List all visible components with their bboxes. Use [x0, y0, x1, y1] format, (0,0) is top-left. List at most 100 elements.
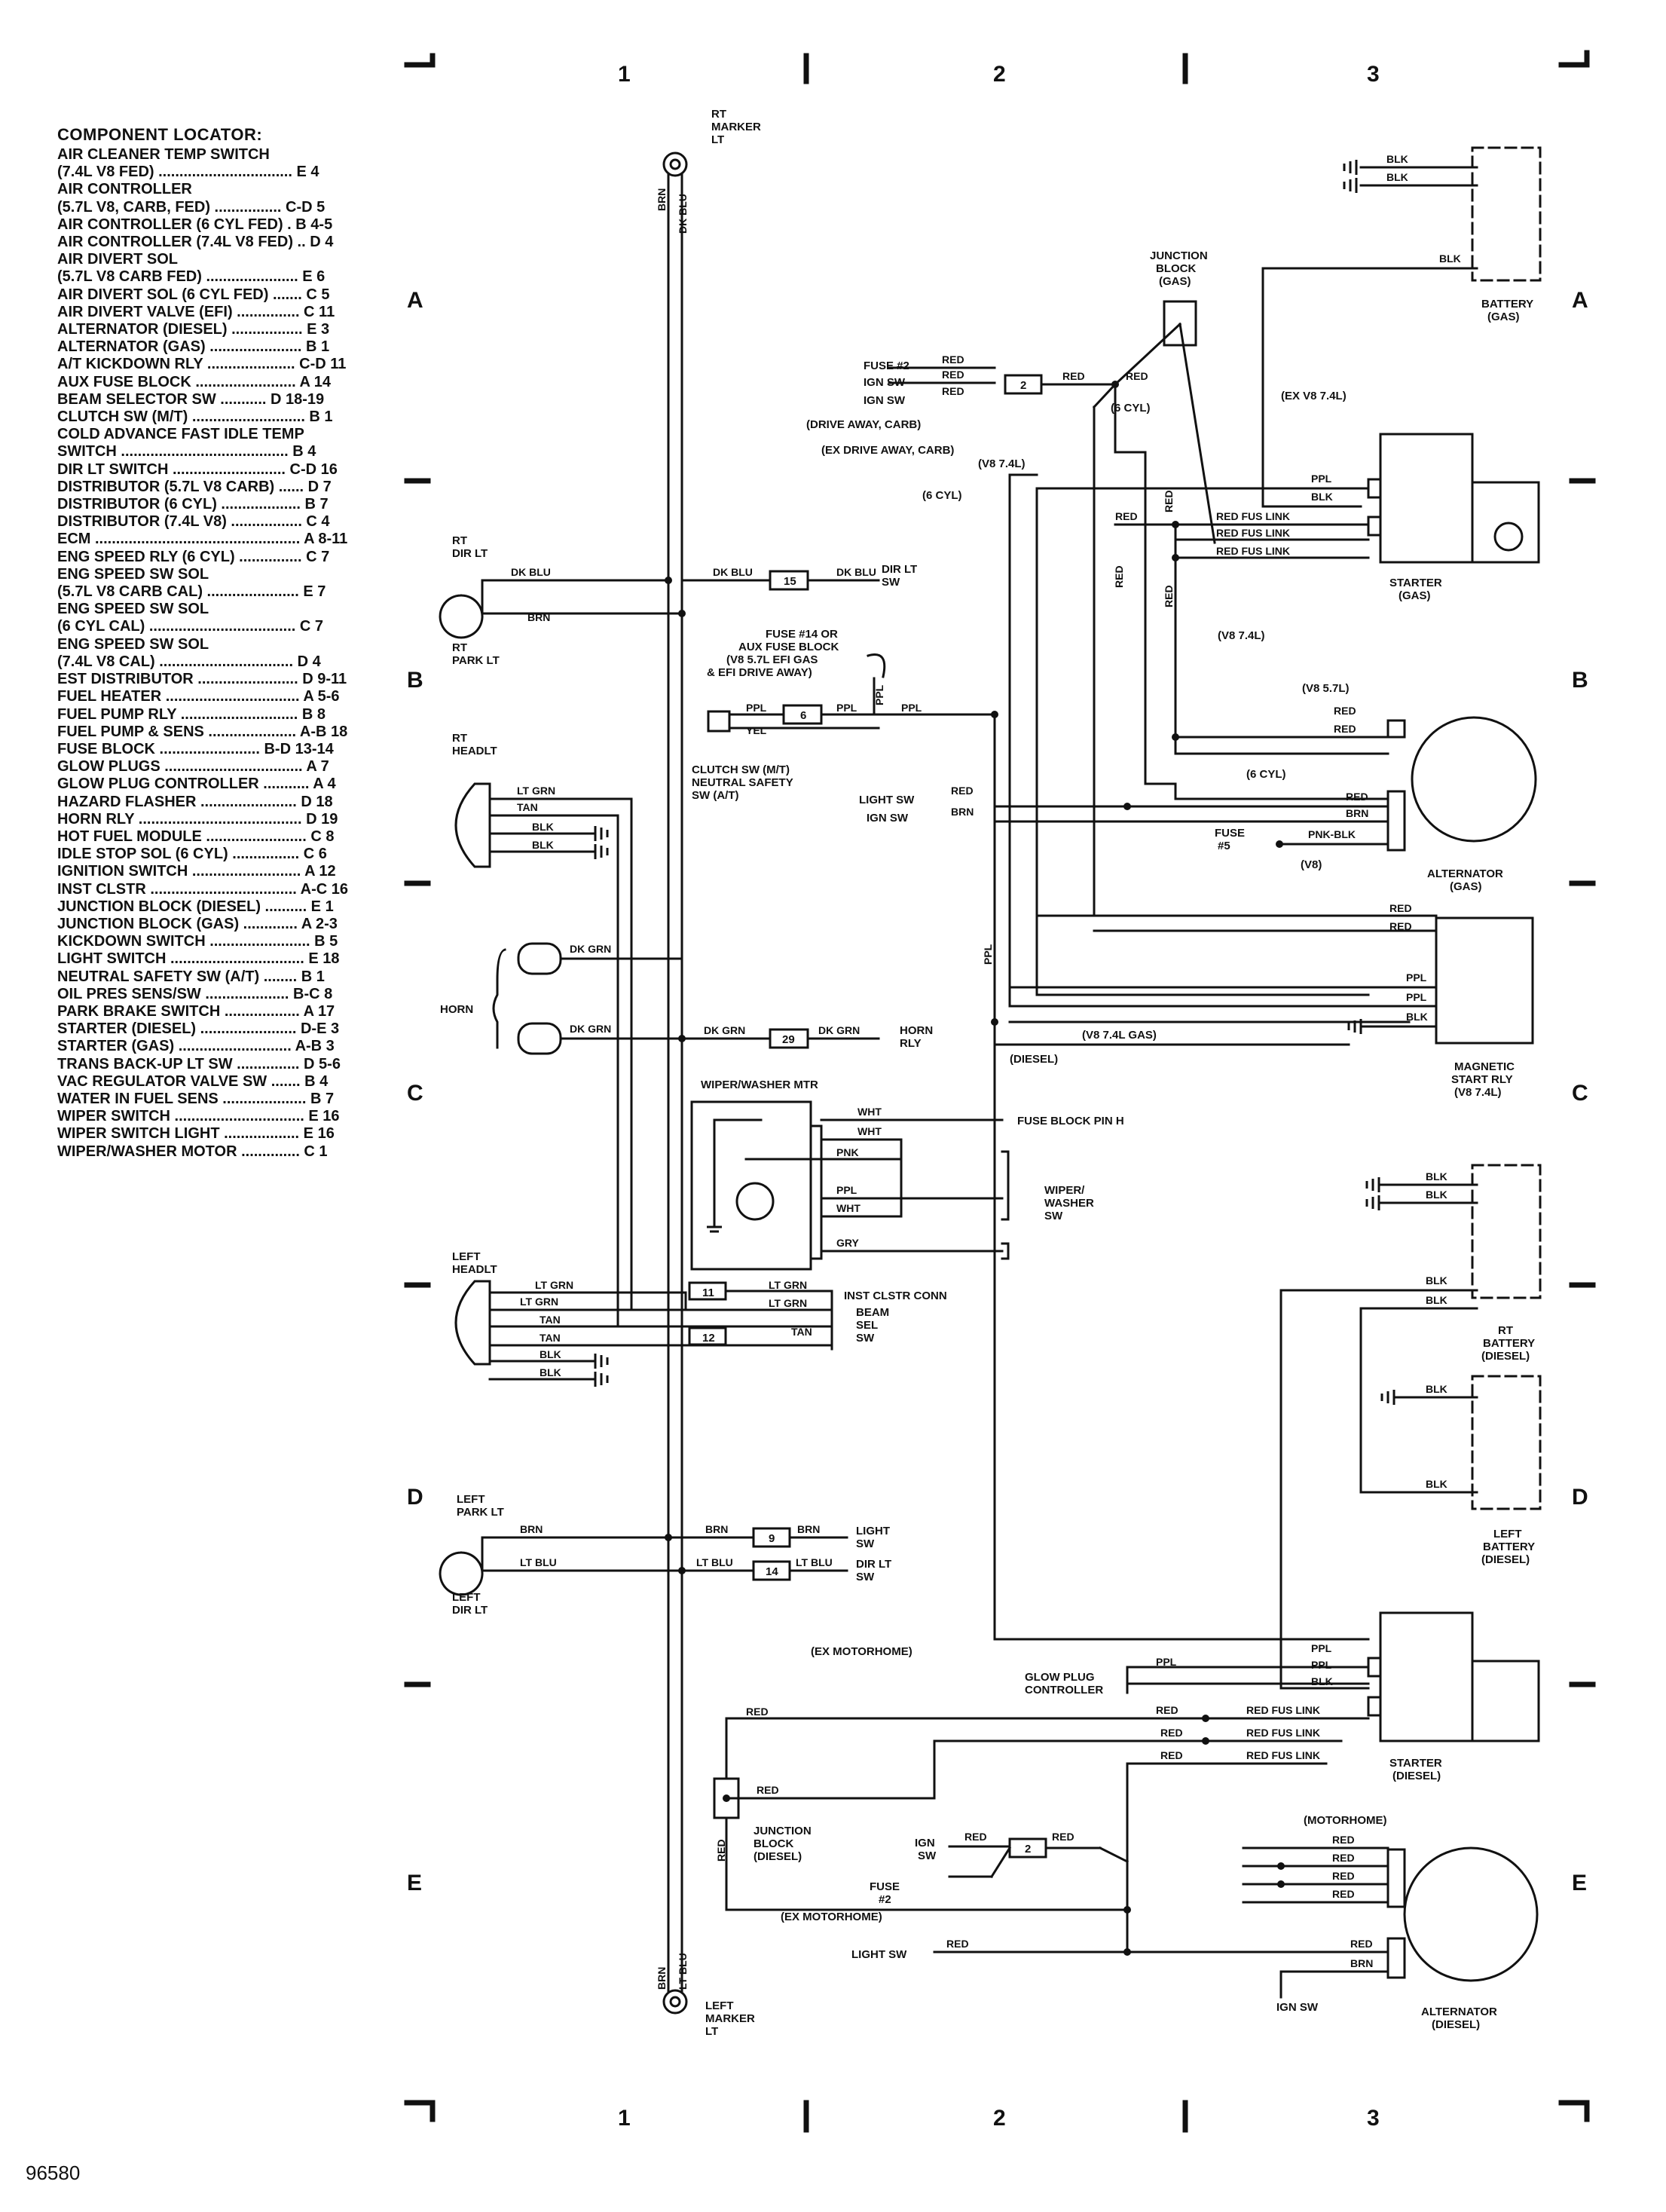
locator-entry: JUNCTION BLOCK (DIESEL) .......... E 1 [57, 898, 334, 915]
wire-label: RED [1115, 510, 1138, 522]
grid-col-2-bottom: 2 [993, 2106, 1006, 2131]
wire-label: RED [1334, 723, 1356, 735]
wire-label: DK GRN [704, 1024, 745, 1036]
v8-74l-label-2: (V8 7.4L) [1218, 629, 1265, 642]
light-sw-label: LIGHT SW [859, 794, 915, 806]
locator-entry: AIR CONTROLLER [57, 181, 192, 198]
v8-label: (V8) [1301, 858, 1322, 871]
wire-label: BRN [951, 806, 974, 818]
wire-label: PPL [901, 702, 922, 714]
locator-entry: FUEL PUMP & SENS ..................... A… [57, 723, 348, 740]
wire-label: PPL [746, 702, 767, 714]
locator-entry: INST CLSTR .............................… [57, 880, 348, 898]
connector-29: 29 [782, 1033, 795, 1046]
wire-label: WHT [857, 1106, 882, 1118]
locator-entry: OIL PRES SENS/SW .................... B-… [57, 985, 333, 1002]
grid-row-a: A [407, 288, 423, 313]
wire-label: RED [942, 385, 964, 397]
wire-label: BLK [540, 1348, 561, 1360]
locator-entry: FUSE BLOCK ........................ B-D … [57, 740, 334, 757]
connector-14: 14 [766, 1565, 778, 1578]
locator-entry: (6 CYL CAL) ............................… [57, 618, 324, 635]
wire-label: RED [942, 369, 964, 381]
ppl-trunk [993, 713, 1411, 1641]
wire-label: RED FUS LINK [1216, 545, 1290, 557]
locator-entry: (7.4L V8 CAL) ..........................… [57, 653, 321, 670]
figure-id: 96580 [26, 2162, 81, 2184]
wire-label: BLK [1386, 153, 1408, 165]
frame-marks [404, 50, 1596, 2133]
wire-label: RED [1160, 1727, 1183, 1739]
wire-label: BRN [656, 1967, 668, 1990]
wire-label: LT GRN [520, 1296, 558, 1308]
locator-entry: STARTER (DIESEL) .......................… [57, 1020, 340, 1038]
wire-label: PPL [1156, 1656, 1177, 1668]
wire-label: BLK [532, 821, 554, 833]
wire-label: WHT [836, 1202, 861, 1214]
starter-diesel [1126, 1611, 1540, 1765]
wire-label: BLK [1426, 1189, 1447, 1201]
wire-label: BRN [656, 188, 668, 211]
component-locator: COMPONENT LOCATOR: AIR CLEANER TEMP SWIT… [57, 125, 381, 1161]
locator-entry: AIR CONTROLLER (7.4L V8 FED) .. D 4 [57, 234, 334, 251]
locator-entry: HAZARD FLASHER ....................... D… [57, 793, 333, 810]
locator-entry: STARTER (GAS) ..........................… [57, 1038, 335, 1055]
ex-drive-away-carb-label: (EX DRIVE AWAY, CARB) [821, 444, 954, 457]
wiper-washer-mtr-label: WIPER/WASHER MTR [701, 1078, 818, 1091]
grid-row-b-right: B [1572, 668, 1588, 693]
wire-label: LT GRN [535, 1279, 573, 1291]
wire-label: TAN [540, 1314, 561, 1326]
wire-label: BLK [1426, 1274, 1447, 1287]
wire-label: PPL [982, 944, 994, 965]
wire-label: LT BLU [677, 1953, 689, 1990]
wire-label: PNK [836, 1146, 859, 1158]
fuse5-label: FUSE#5 [1215, 827, 1245, 852]
connector-11: 11 [702, 1287, 714, 1299]
alternator-gas-label: ALTERNATOR(GAS) [1427, 867, 1503, 893]
starter-gas [1035, 433, 1540, 996]
horns [492, 942, 880, 1055]
ign-sw-label: IGN SW [867, 812, 909, 825]
six-cyl-label-2: (6 CYL) [1111, 402, 1151, 415]
wire-label: RED [1160, 1749, 1183, 1761]
locator-entry: IDLE STOP SOL (6 CYL) ................ C… [57, 846, 327, 863]
wire-label: RED [1052, 1831, 1074, 1843]
locator-entry: AIR CONTROLLER (6 CYL FED) . B 4-5 [57, 216, 333, 233]
wire-label: RED [1350, 1938, 1373, 1950]
connector-15: 15 [784, 575, 796, 588]
v8-57l-label: (V8 5.7L) [1302, 682, 1350, 695]
wire-label: RED FUS LINK [1216, 527, 1290, 539]
wire-label: RED [951, 785, 974, 797]
locator-entry: DISTRIBUTOR (5.7L V8 CARB) ...... D 7 [57, 478, 332, 495]
v8-74l-gas-label: (V8 7.4L GAS) [1082, 1029, 1157, 1042]
wire-label: PPL [836, 702, 857, 714]
locator-entry: COLD ADVANCE FAST IDLE TEMP [57, 426, 304, 443]
wire-label: PPL [836, 1184, 857, 1196]
locator-entry: ENG SPEED SW SOL [57, 635, 209, 653]
locator-entry: AUX FUSE BLOCK ........................ … [57, 373, 332, 390]
locator-entry: KICKDOWN SWITCH ........................… [57, 933, 338, 950]
wire-label: BLK [1426, 1170, 1447, 1182]
connector-9: 9 [769, 1532, 775, 1545]
locator-entry: AIR DIVERT VALVE (EFI) ............... C… [57, 303, 335, 320]
wire-label: TAN [791, 1326, 812, 1338]
locator-entry: BEAM SELECTOR SW ........... D 18-19 [57, 390, 325, 408]
locator-entry: GLOW PLUGS .............................… [57, 758, 329, 776]
left-park-dir-light [439, 1527, 848, 1596]
left-headlight [454, 1280, 833, 1381]
locator-list: AIR CLEANER TEMP SWITCH (7.4L V8 FED) ..… [57, 146, 381, 1161]
locator-entry: ALTERNATOR (DIESEL) ................. E … [57, 321, 330, 338]
wire-label: DK GRN [570, 1023, 611, 1035]
grid-col-1-bottom: 1 [618, 2106, 631, 2131]
connector-12: 12 [702, 1332, 715, 1345]
wire-label: DK BLU [836, 566, 876, 578]
